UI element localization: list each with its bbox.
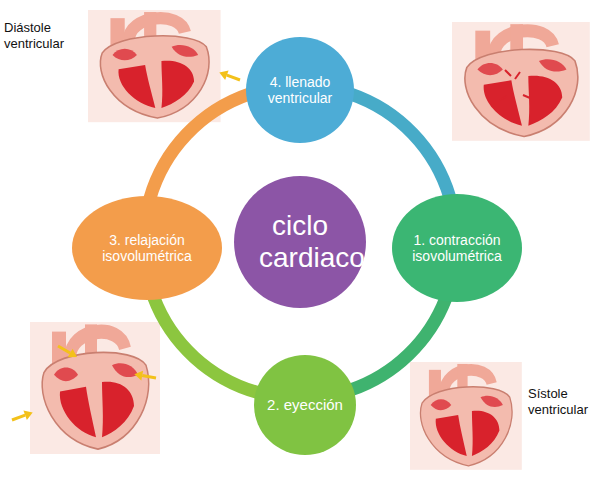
center-circle: ciclo cardiaco	[234, 176, 366, 308]
phase-label: 3. relajación isovolumétrica	[87, 232, 207, 264]
phase-circle: 3. relajación isovolumétrica	[72, 196, 222, 300]
ring-arc	[351, 94, 450, 197]
ring-arc	[351, 299, 446, 390]
phase-caption: Diástole ventricular	[4, 20, 70, 51]
phase-caption: Sístole ventricular	[528, 386, 594, 417]
phase-circle: 1. contracción isovolumétrica	[392, 194, 522, 302]
phase-label: 1. contracción isovolumétrica	[405, 232, 509, 264]
phase-circle: 2. eyección	[254, 355, 356, 455]
ring-arc	[150, 94, 249, 199]
ring-arc	[154, 297, 259, 393]
center-title: ciclo cardiaco	[259, 210, 341, 274]
phase-label: 2. eyección	[267, 396, 343, 413]
phase-label: 4. llenado ventricular	[257, 74, 343, 106]
phase-circle: 4. llenado ventricular	[246, 37, 354, 143]
